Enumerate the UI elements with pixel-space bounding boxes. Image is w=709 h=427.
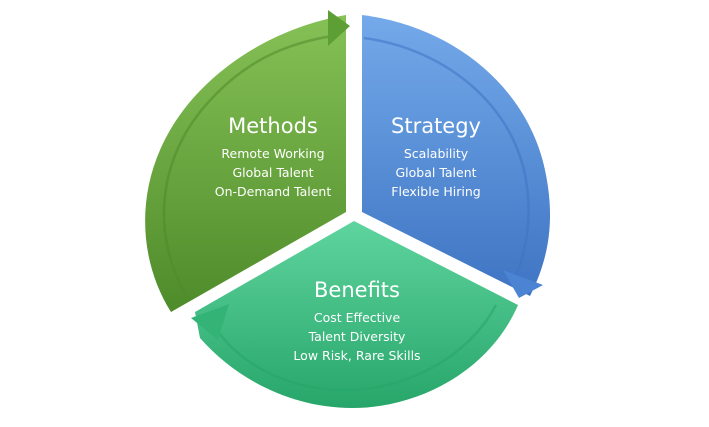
segment-strategy: Strategy Scalability Global Talent Flexi… [362,15,551,298]
segment-strategy-item: Global Talent [395,165,476,180]
segment-methods-item: Remote Working [221,146,324,161]
segment-benefits-arrowhead [191,304,229,340]
segment-strategy-arrowhead [503,270,543,298]
segment-benefits: Benefits Cost Effective Talent Diversity… [191,221,518,408]
segment-strategy-title: Strategy [391,114,481,138]
segment-methods-shape [145,15,346,312]
segment-methods-item: On-Demand Talent [215,184,332,199]
segment-methods-arrow [162,34,333,299]
segment-methods-title: Methods [228,114,318,138]
segment-benefits-item: Low Risk, Rare Skills [293,348,420,363]
segment-methods-item: Global Talent [232,165,313,180]
segment-strategy-shape [362,15,551,296]
segment-benefits-item: Cost Effective [314,310,401,325]
segment-strategy-item: Scalability [404,146,469,161]
segment-methods-arrowhead [328,10,350,46]
segment-benefits-shape [195,221,518,408]
segment-methods: Methods Remote Working Global Talent On-… [145,10,350,312]
segment-strategy-item: Flexible Hiring [391,184,480,199]
segment-benefits-title: Benefits [314,278,400,302]
segment-benefits-item: Talent Diversity [308,329,406,344]
segment-strategy-arrow [363,36,530,277]
segment-benefits-arrow [212,304,498,392]
